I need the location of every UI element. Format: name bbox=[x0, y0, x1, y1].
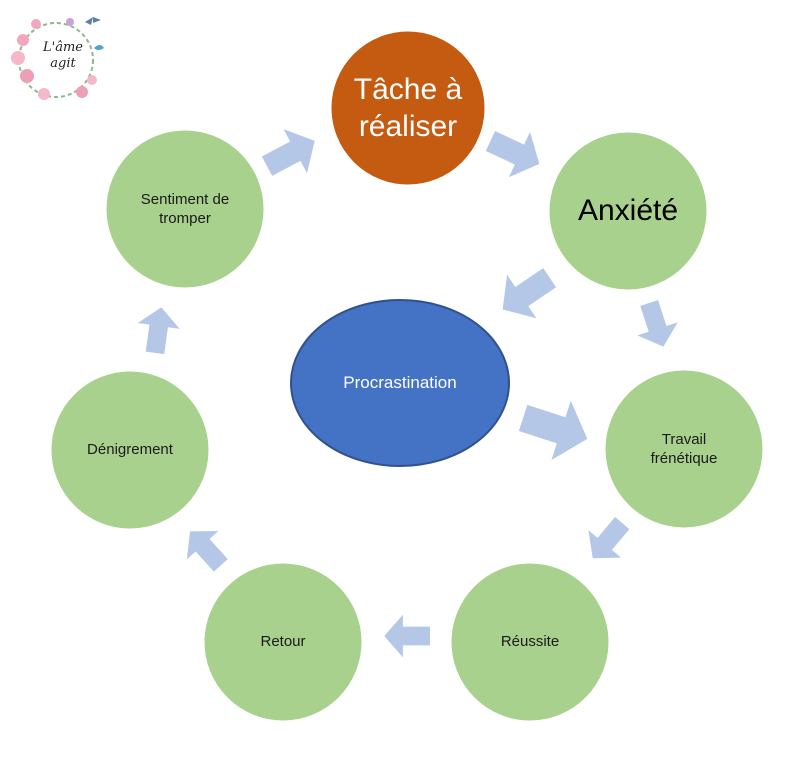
arrow-anxiety-to-center bbox=[487, 255, 565, 332]
arrow-feeling-to-task bbox=[255, 118, 327, 189]
node-feeling bbox=[103, 127, 267, 291]
node-task bbox=[328, 28, 488, 188]
node-frantic-work bbox=[602, 367, 766, 531]
butterfly-icon bbox=[85, 17, 101, 25]
node-center-label: Procrastination bbox=[343, 372, 457, 392]
node-success-label: Réussite bbox=[500, 633, 560, 651]
arrow-feedback-to-denigration bbox=[174, 517, 237, 580]
arrow-task-to-anxiety bbox=[479, 118, 550, 187]
arrow-center-to-frantic bbox=[513, 388, 597, 469]
node-anxiety-label: Anxiété bbox=[577, 194, 679, 228]
node-feeling-label: Sentiment de tromper bbox=[140, 190, 230, 228]
node-denigration-label: Dénigrement bbox=[87, 441, 173, 459]
node-feedback bbox=[201, 560, 365, 724]
node-frantic-work-label: Travail frénétique bbox=[650, 430, 718, 468]
arrow-frantic-to-success bbox=[576, 509, 639, 572]
arrow-denigration-to-feeling bbox=[133, 304, 183, 356]
hummingbird-icon bbox=[94, 45, 104, 50]
node-success bbox=[448, 560, 612, 724]
node-task-label: Tâche à réaliser bbox=[353, 72, 463, 144]
node-center bbox=[290, 299, 510, 467]
node-anxiety bbox=[546, 129, 710, 293]
arrow-anxiety-to-frantic bbox=[628, 296, 684, 354]
node-feedback-label: Retour bbox=[260, 633, 306, 651]
logo-text: L'âme agit bbox=[43, 40, 83, 72]
logo-wreath bbox=[11, 17, 104, 100]
node-denigration bbox=[48, 368, 212, 532]
arrow-success-to-feedback bbox=[384, 614, 431, 658]
